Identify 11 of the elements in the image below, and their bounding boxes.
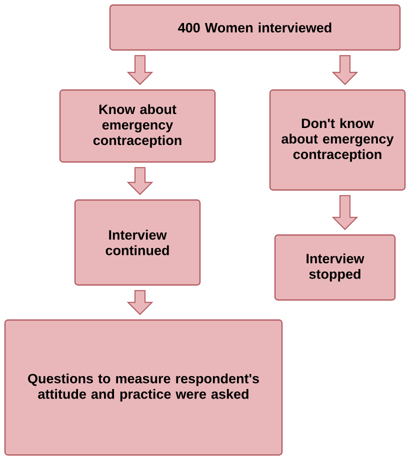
block-arrow	[332, 195, 358, 230]
process-box: Interview stopped	[274, 234, 396, 301]
block-arrow	[126, 167, 154, 196]
block-arrow	[332, 55, 358, 86]
process-box: Know about emergency contraception	[59, 89, 216, 163]
process-box: Interview continued	[74, 199, 201, 286]
process-box: Don't know about emergency contraception	[269, 89, 406, 191]
process-box: Questions to measure respondent's attitude and practice were asked	[4, 319, 283, 456]
block-arrow	[126, 55, 154, 86]
process-box: 400 Women interviewed	[109, 4, 401, 51]
block-arrow	[126, 290, 154, 316]
